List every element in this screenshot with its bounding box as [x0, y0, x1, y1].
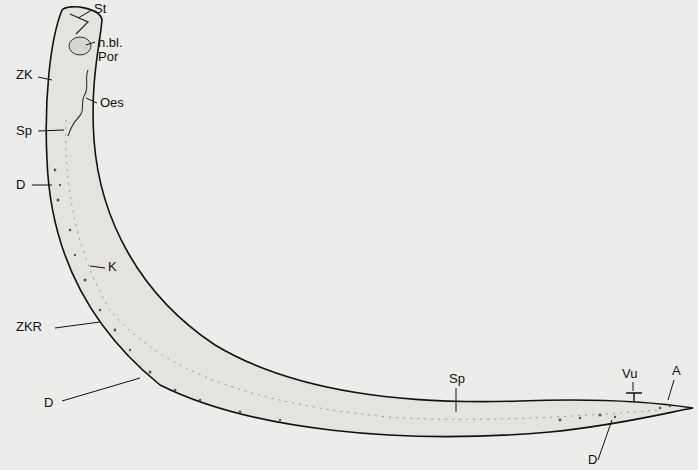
- part-label: Sp: [449, 372, 465, 386]
- worm-body: [46, 7, 693, 437]
- granules: [54, 169, 672, 422]
- part-label: Sp: [16, 124, 32, 138]
- part-label: D: [588, 453, 597, 467]
- part-label: Oes: [100, 96, 124, 110]
- part-label: ZK: [16, 68, 33, 82]
- intestine-line: [66, 120, 660, 419]
- head-vesicle: [69, 37, 91, 55]
- part-label: K: [108, 260, 117, 274]
- part-label: D: [44, 396, 53, 410]
- part-label: ZKR: [16, 320, 42, 334]
- leader-lines: [32, 10, 674, 460]
- part-label: St: [94, 2, 106, 16]
- part-label: D: [16, 178, 25, 192]
- vulva: [626, 393, 642, 401]
- oesophagus: [68, 70, 88, 136]
- part-label: A: [672, 364, 681, 378]
- part-label: h.bl. Por: [98, 36, 132, 63]
- part-label: Vu: [622, 367, 637, 381]
